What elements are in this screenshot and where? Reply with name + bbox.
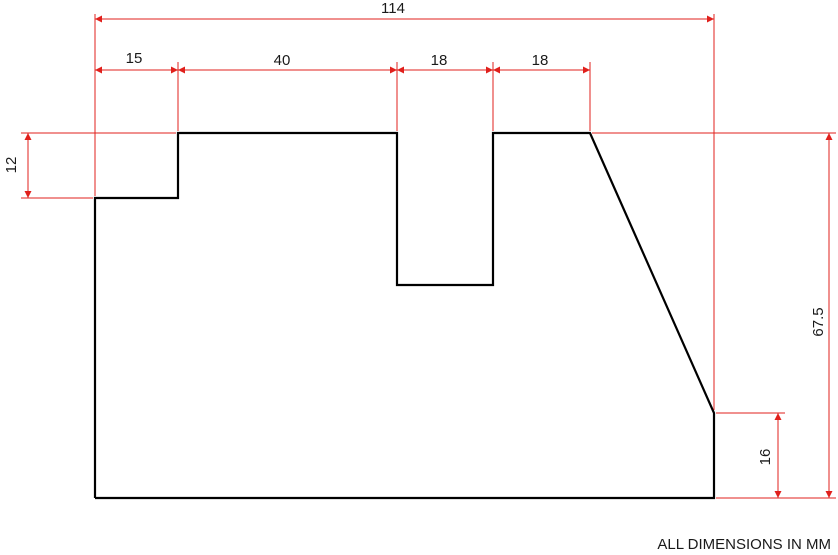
dim-label-overall-height: 67.5 xyxy=(810,307,827,336)
part-outline xyxy=(93,131,716,500)
dim-label-step-height: 12 xyxy=(3,157,20,174)
dim-label-top-flat-width: 40 xyxy=(274,52,291,69)
dim-label-chamfer-height: 16 xyxy=(757,449,774,466)
dimension-lines xyxy=(24,15,833,498)
dimension-labels: 114 15 40 18 18 12 67.5 16 xyxy=(3,0,827,465)
dim-label-step-width: 15 xyxy=(126,50,143,67)
dim-label-overall-width: 114 xyxy=(381,0,405,17)
extension-lines xyxy=(21,14,836,499)
units-note: ALL DIMENSIONS IN MM xyxy=(657,536,831,553)
dim-label-right-top-width: 18 xyxy=(532,52,549,69)
dim-label-slot-width: 18 xyxy=(431,52,448,69)
